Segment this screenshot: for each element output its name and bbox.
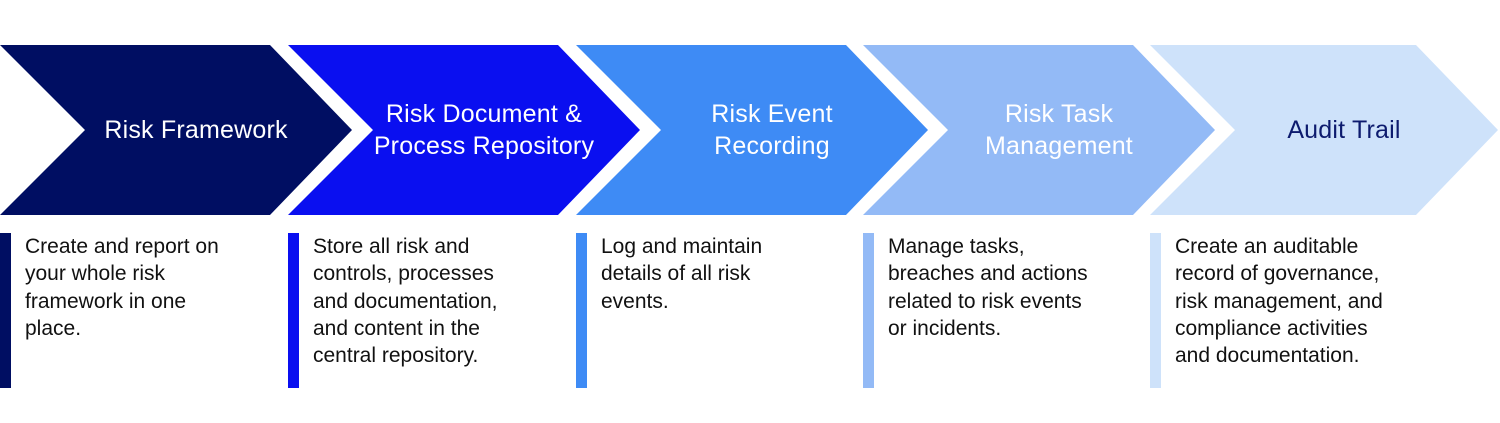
- description-audit-trail: Create an auditable record of governance…: [1150, 233, 1410, 393]
- chevron-risk-document-process-repository: Risk Document & Process Repository: [288, 45, 640, 215]
- chevron-label: Risk Task Management: [985, 100, 1133, 160]
- description-risk-event-recording: Log and maintain details of all risk eve…: [576, 233, 836, 393]
- description-risk-framework: Create and report on your whole risk fra…: [0, 233, 260, 393]
- description-text: Create and report on your whole risk fra…: [25, 235, 219, 340]
- description-text: Log and maintain details of all risk eve…: [601, 235, 763, 313]
- accent-bar: [863, 233, 874, 388]
- accent-bar: [0, 233, 11, 388]
- description-text: Store all risk and controls, processes a…: [313, 235, 498, 368]
- chevron-risk-framework: Risk Framework: [0, 45, 352, 215]
- chevron-label: Risk Document & Process Repository: [373, 100, 595, 160]
- description-text: Manage tasks, breaches and actions relat…: [888, 235, 1088, 340]
- description-risk-document-process-repository: Store all risk and controls, processes a…: [288, 233, 548, 393]
- description-risk-task-management: Manage tasks, breaches and actions relat…: [863, 233, 1123, 393]
- accent-bar: [1150, 233, 1161, 388]
- chevron-label: Audit Trail: [1287, 116, 1401, 144]
- chevron-risk-task-management: Risk Task Management: [863, 45, 1215, 215]
- accent-bar: [576, 233, 587, 388]
- chevron-label: Risk Event Recording: [711, 100, 833, 160]
- chevron-risk-event-recording: Risk Event Recording: [576, 45, 928, 215]
- chevron-label: Risk Framework: [104, 116, 288, 144]
- accent-bar: [288, 233, 299, 388]
- description-text: Create an auditable record of governance…: [1175, 235, 1383, 368]
